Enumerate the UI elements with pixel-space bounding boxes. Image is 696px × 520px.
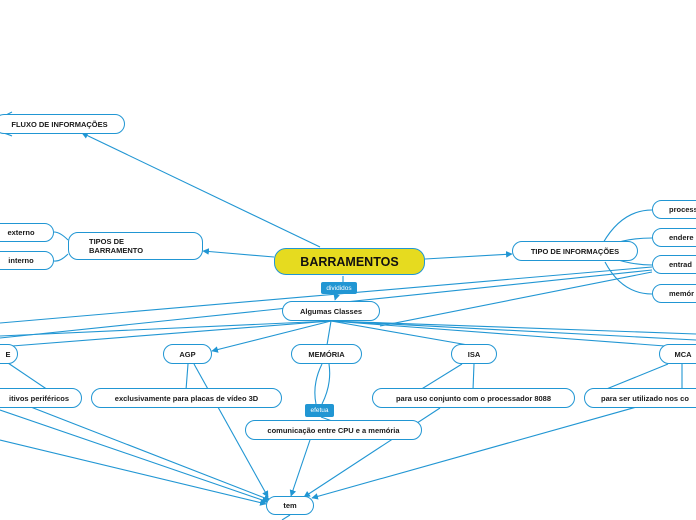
node-comunicacao[interactable]: comunicação entre CPU e a memória [245,420,422,440]
link-left-tem-b [0,409,269,504]
link-isa-desc-b [472,363,475,391]
link-isa-desc [419,363,463,391]
link-central-tipo-info [424,251,513,260]
node-algumas-classes[interactable]: Algumas Classes [282,301,380,321]
link-left-tem-a [0,394,271,501]
node-tipo-informacoes[interactable]: TIPO DE INFORMAÇÕES [512,241,638,261]
link-info-memoria [604,261,653,295]
link-agp-desc [185,363,189,391]
link-classes-mca [330,320,666,347]
link-info-processador [602,209,653,244]
node-mca-descricao[interactable]: para ser utilizado nos co [584,388,696,408]
link-entrada-far-left [0,266,653,324]
link-classes-e [11,320,332,347]
node-dispositivos-perifericos[interactable]: itivos periféricos [0,388,82,408]
link-central-fluxo [81,132,321,248]
link-e-dispositivos [7,362,49,391]
link-mca-desc [603,363,669,391]
node-endereco[interactable]: endere [652,228,696,247]
link-label-efetua: efetua [305,404,334,417]
link-entrada-classes [379,271,653,327]
link-tem-below [281,514,291,520]
link-classes-isa [330,320,469,346]
link-comunicacao-tem [289,439,311,497]
link-tipos-externo [53,231,69,241]
link-classes-right-edge-2 [330,320,696,341]
link-memoria-efetua [314,363,323,405]
link-tipos-interno [53,253,69,262]
link-label-divididos: divididos [321,282,357,294]
node-agp[interactable]: AGP [163,344,212,364]
node-entrada[interactable]: entrad [652,255,696,274]
central-topic[interactable]: BARRAMENTOS [274,248,425,275]
node-interno[interactable]: interno [0,251,54,270]
node-memoria[interactable]: MEMÓRIA [291,344,362,364]
link-agp-tem [193,363,269,498]
node-isa[interactable]: ISA [451,344,497,364]
node-externo[interactable]: externo [0,223,54,242]
node-tem[interactable]: tem [266,496,314,515]
link-mca-tem [311,405,641,500]
link-classes-memoria [326,320,332,346]
node-tipos-barramento[interactable]: TIPOS DE BARRAMENTO [68,232,203,260]
node-memoria-right[interactable]: memór [652,284,696,303]
link-classes-right-edge [330,320,696,335]
node-processador[interactable]: process [652,200,696,219]
node-isa-descricao[interactable]: para uso conjunto com o processador 8088 [372,388,575,408]
link-classes-left-edge [0,320,332,337]
node-mca[interactable]: MCA [659,344,696,364]
node-class-e[interactable]: E [0,344,18,364]
link-central-tipos [202,248,275,258]
link-left-tem-c [0,439,267,506]
node-agp-descricao[interactable]: exclusivamente para placas de vídeo 3D [91,388,282,408]
link-classes-agp [211,320,332,353]
node-fluxo-informacoes[interactable]: FLUXO DE INFORMAÇÕES [0,114,125,134]
link-memoria-efetua-b [321,363,331,405]
